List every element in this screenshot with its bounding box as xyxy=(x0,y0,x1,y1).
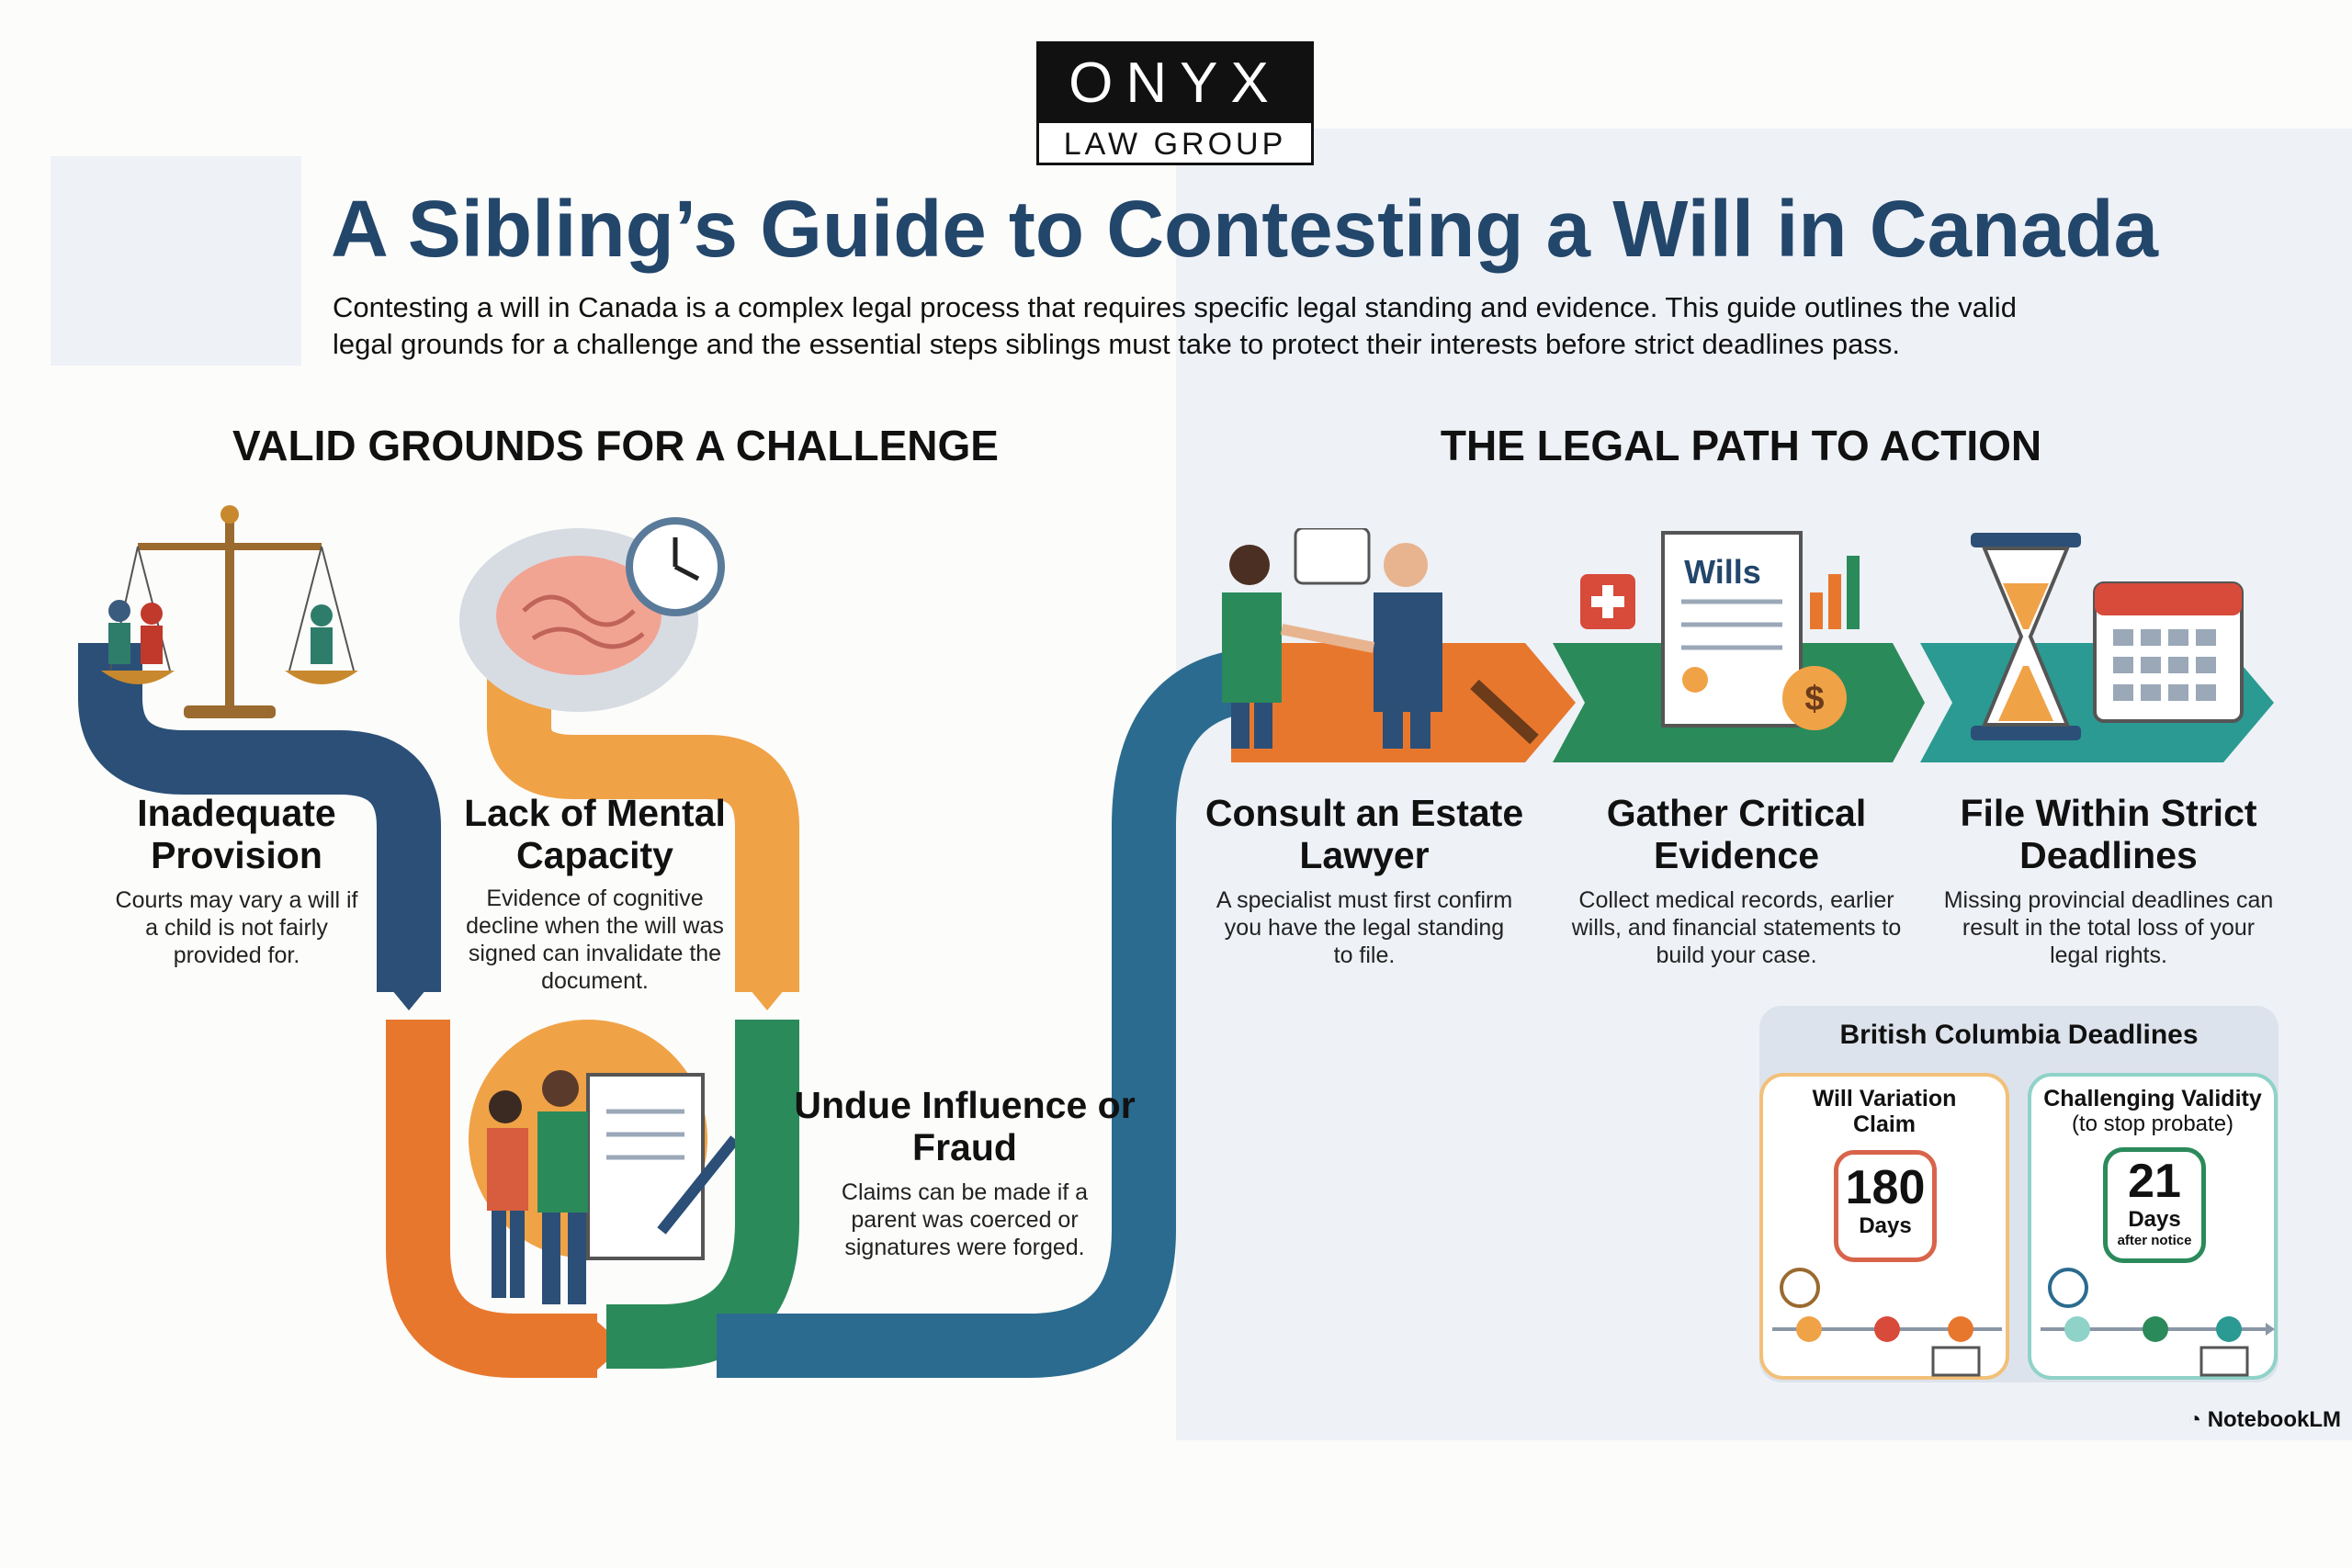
mental-capacity-title: Lack of Mental Capacity xyxy=(464,792,726,876)
logo-subtitle: LAW GROUP xyxy=(1063,127,1287,162)
challenging-validity-note: after notice xyxy=(2117,1233,2192,1248)
challenging-validity-sublabel: (to stop probate) xyxy=(2071,1111,2234,1136)
scales-of-justice-icon xyxy=(101,505,358,718)
right-section-heading: THE LEGAL PATH TO ACTION xyxy=(1440,422,2042,469)
calendar-icon xyxy=(1931,1346,1981,1377)
will-variation-bubble: 180 Days xyxy=(1834,1150,1937,1262)
challenging-validity-label: Challenging Validity xyxy=(2043,1086,2262,1111)
will-variation-timeline xyxy=(1772,1268,2002,1377)
challenging-validity-number: 21 xyxy=(2128,1155,2181,1208)
navy-ribbon-arrow xyxy=(379,974,439,1010)
consult-lawyer-title: Consult an Estate Lawyer xyxy=(1204,792,1524,876)
challenging-validity-bubble: 21 Days after notice xyxy=(2103,1147,2206,1263)
challenging-validity-timeline xyxy=(2041,1268,2275,1377)
hourglass-calendar-icon xyxy=(1971,533,2244,740)
clock-icon xyxy=(1780,1268,1820,1308)
header-background-block xyxy=(51,156,301,366)
handshake-lawyer-icon xyxy=(1222,528,1539,749)
orange-ribbon xyxy=(487,643,799,992)
challenging-validity-unit: Days xyxy=(2128,1207,2181,1232)
intro-paragraph: Contesting a will in Canada is a complex… xyxy=(333,291,2017,360)
inadequate-provision-text: Courts may vary a will if a child is not… xyxy=(115,887,358,968)
teal-ribbon xyxy=(717,648,1332,1378)
clock-icon xyxy=(2048,1268,2088,1308)
will-variation-number: 180 xyxy=(1845,1161,1926,1214)
orange-ribbon-arrow xyxy=(737,974,797,1010)
bottom-orange-ribbon xyxy=(386,1020,597,1378)
will-variation-label: Will Variation Claim xyxy=(1812,1086,1957,1137)
gather-evidence-title: Gather Critical Evidence xyxy=(1606,792,1867,876)
undue-influence-title: Undue Influence or Fraud xyxy=(794,1084,1136,1168)
deadlines-title: British Columbia Deadlines xyxy=(1839,1020,2199,1050)
page-title: A Sibling’s Guide to Contesting a Will i… xyxy=(331,185,2159,274)
wills-document-icon: $ xyxy=(1580,531,1860,730)
consult-lawyer-text: A specialist must first confirm you have… xyxy=(1216,887,1513,968)
calendar-icon xyxy=(2199,1346,2249,1377)
navy-ribbon xyxy=(78,643,441,992)
orange-band-arrow xyxy=(1525,643,1576,762)
credit-text: NotebookLM xyxy=(2207,1407,2341,1432)
undue-influence-text: Claims can be made if a parent was coerc… xyxy=(841,1179,1089,1260)
file-deadlines-title: File Within Strict Deadlines xyxy=(1960,792,2257,876)
left-section-heading: VALID GROUNDS FOR A CHALLENGE xyxy=(232,422,999,469)
brain-clock-icon xyxy=(459,517,725,712)
wills-label: Wills xyxy=(1684,553,1761,591)
green-ribbon xyxy=(606,1020,799,1369)
logo-wordmark: ONYX xyxy=(1039,44,1311,123)
challenging-validity-card: Challenging Validity (to stop probate) 2… xyxy=(2028,1073,2278,1380)
notebooklm-icon: ◔ xyxy=(2188,1407,2208,1432)
signing-document-icon xyxy=(487,1070,735,1304)
mental-capacity-text: Evidence of cognitive decline when the w… xyxy=(466,886,724,994)
onyx-logo: ONYX LAW GROUP xyxy=(1036,41,1314,165)
inadequate-provision-title: Inadequate Provision xyxy=(137,792,336,876)
gather-evidence-text: Collect medical records, earlier wills, … xyxy=(1571,887,1902,968)
will-variation-unit: Days xyxy=(1859,1213,1912,1238)
will-variation-card: Will Variation Claim 180 Days xyxy=(1759,1073,2009,1380)
svg-text:$: $ xyxy=(1804,680,1824,718)
file-deadlines-text: Missing provincial deadlines can result … xyxy=(1943,887,2274,968)
notebooklm-credit: ◔ NotebookLM xyxy=(2188,1407,2341,1433)
